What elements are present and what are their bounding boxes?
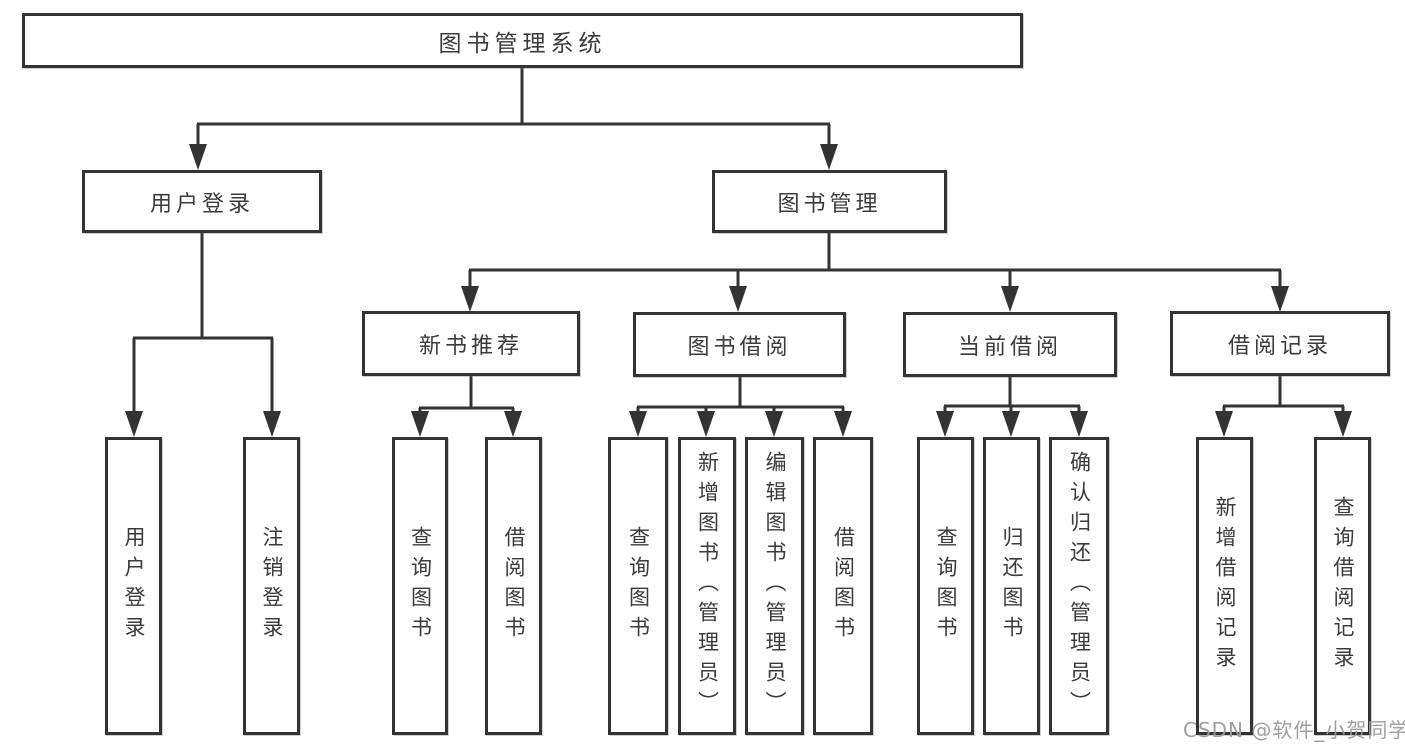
node-label: 新增图书（管理员） xyxy=(695,451,720,721)
arrowhead xyxy=(1001,286,1019,312)
node-label: 图书管理 xyxy=(777,191,882,217)
arrowhead xyxy=(1215,411,1233,437)
arrowhead xyxy=(629,411,647,437)
node-label: 图书管理系统 xyxy=(438,30,607,57)
leaf-query-borrow-record: 查询借阅记录 xyxy=(1314,437,1371,735)
leaf-borrow-books-recommend: 借阅图书 xyxy=(485,437,542,735)
leaf-user-login: 用户登录 xyxy=(105,437,162,735)
arrowhead xyxy=(189,144,207,170)
leaf-query-books-borrowing: 查询图书 xyxy=(608,437,668,735)
node-label: 新书推荐 xyxy=(418,333,523,359)
arrowhead xyxy=(1334,411,1352,437)
node-label: 归还图书 xyxy=(1000,526,1024,646)
leaf-query-books-recommend: 查询图书 xyxy=(392,437,448,735)
node-user-login-branch: 用户登录 xyxy=(82,170,322,233)
arrowhead xyxy=(697,411,715,437)
node-label: 用户登录 xyxy=(122,526,146,646)
node-label: 借阅图书 xyxy=(831,526,856,646)
node-label: 当前借阅 xyxy=(957,334,1062,360)
arrowhead xyxy=(936,411,954,437)
leaf-add-book-admin: 新增图书（管理员） xyxy=(678,437,736,735)
arrowhead xyxy=(765,411,783,437)
arrowhead xyxy=(125,411,143,437)
node-label: 新增借阅记录 xyxy=(1213,496,1237,676)
leaf-logout: 注销登录 xyxy=(243,437,300,735)
leaf-query-books-current: 查询图书 xyxy=(917,437,974,735)
leaf-add-borrow-record: 新增借阅记录 xyxy=(1196,437,1253,735)
node-label: 查询借阅记录 xyxy=(1331,496,1355,676)
node-label: 图书借阅 xyxy=(687,334,792,360)
leaf-return-book: 归还图书 xyxy=(983,437,1040,735)
watermark: CSDN @软件_小贺同学 xyxy=(1183,718,1405,742)
arrowhead xyxy=(834,411,852,437)
node-label: 借阅记录 xyxy=(1227,333,1332,359)
arrowhead xyxy=(263,411,281,437)
arrowhead xyxy=(729,286,747,312)
node-label: 编辑图书（管理员） xyxy=(763,451,787,721)
node-new-book-recommend: 新书推荐 xyxy=(362,311,580,376)
node-label: 确认归还（管理员） xyxy=(1067,451,1092,721)
node-root: 图书管理系统 xyxy=(22,13,1023,68)
node-book-borrowing: 图书借阅 xyxy=(633,312,846,377)
node-label: 借阅图书 xyxy=(502,526,526,646)
arrowhead xyxy=(1271,286,1289,312)
node-current-borrowing: 当前借阅 xyxy=(903,312,1117,377)
node-book-management: 图书管理 xyxy=(712,170,947,233)
arrowhead xyxy=(820,144,838,170)
node-borrow-records: 借阅记录 xyxy=(1170,311,1390,376)
node-label: 注销登录 xyxy=(260,526,284,646)
leaf-edit-book-admin: 编辑图书（管理员） xyxy=(745,437,804,735)
arrowhead xyxy=(1002,411,1020,437)
arrowhead xyxy=(461,286,479,312)
leaf-borrow-books-borrowing: 借阅图书 xyxy=(813,437,873,735)
node-label: 查询图书 xyxy=(934,526,958,646)
node-label: 用户登录 xyxy=(149,191,254,217)
leaf-confirm-return-admin: 确认归还（管理员） xyxy=(1049,437,1109,735)
node-label: 查询图书 xyxy=(408,526,433,646)
node-label: 查询图书 xyxy=(626,526,651,646)
arrowhead xyxy=(504,411,522,437)
arrowhead xyxy=(411,411,429,437)
arrowhead xyxy=(1070,411,1088,437)
